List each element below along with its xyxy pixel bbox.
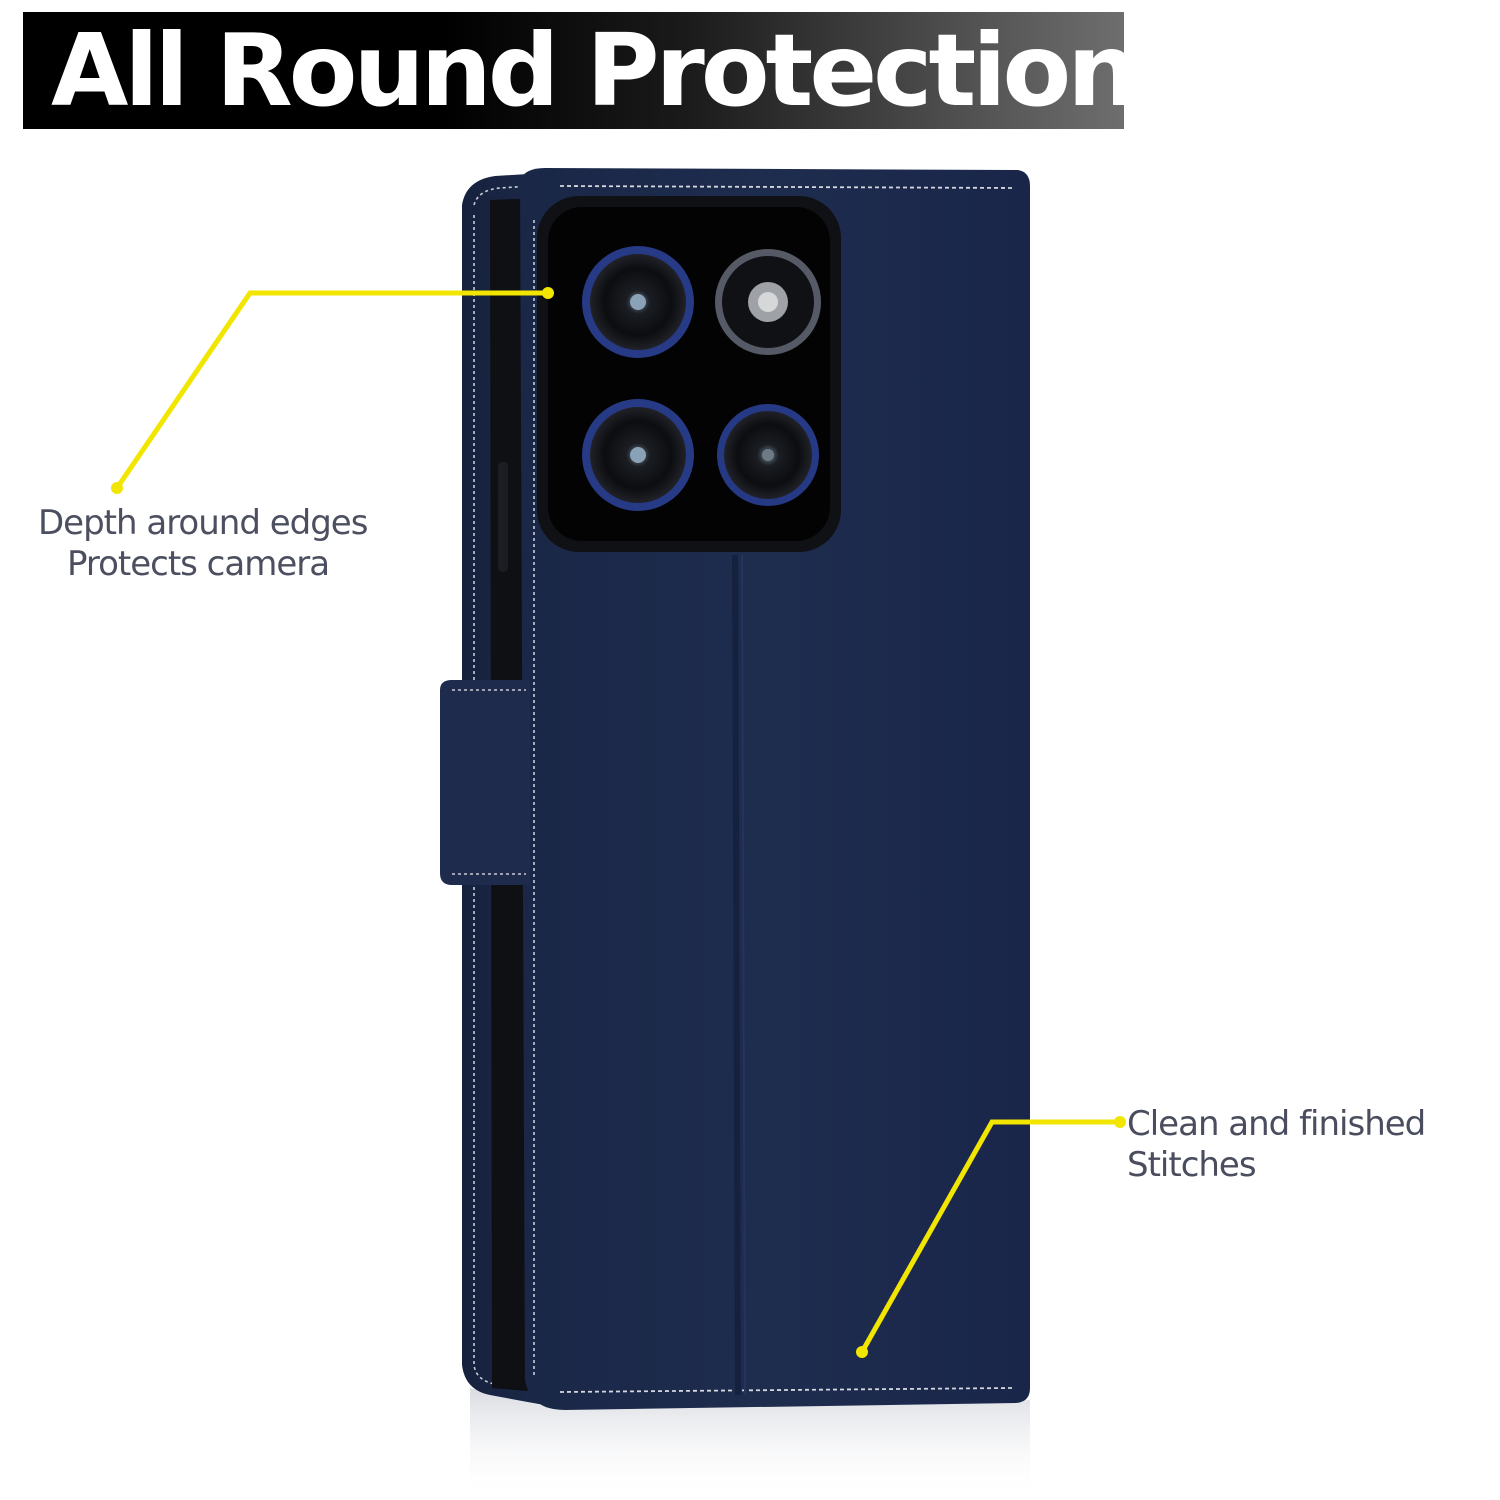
case-center-seam-highlight: [741, 554, 746, 1396]
closure-strap: [440, 680, 530, 885]
callout-stitches-line1: Clean and finished: [1127, 1104, 1426, 1144]
case-bottom-stitch: [559, 1387, 1013, 1393]
case-center-seam: [732, 554, 741, 1396]
case-top-stitch: [559, 185, 1015, 189]
camera-lens-2: [715, 249, 821, 355]
callout-camera-line2: Protects camera: [66, 543, 330, 584]
callout-dot-camera-end: [542, 287, 554, 299]
title-banner: All Round Protection: [23, 12, 1138, 129]
callout-dot-camera-start: [111, 482, 123, 494]
callout-line-camera: [114, 290, 548, 490]
strap-stitch: [452, 689, 526, 875]
case-reflection: [470, 1388, 1030, 1500]
callout-dot-stitches-start: [1114, 1116, 1126, 1128]
callout-stitches: Clean and finished Stitches: [1127, 1104, 1426, 1186]
callout-camera: Depth around edges Protects camera: [38, 503, 368, 585]
callout-camera-line1: Depth around edges: [38, 503, 368, 543]
camera-lens-4: [717, 404, 819, 506]
page-title: All Round Protection: [51, 11, 1138, 129]
callout-stitches-line2: Stitches: [1127, 1144, 1257, 1185]
callout-line-stitches: [859, 1119, 1120, 1354]
phone-button: [498, 462, 508, 572]
callout-dot-stitches-end: [856, 1346, 868, 1358]
camera-lens-1: [582, 246, 694, 358]
camera-lens-3: [582, 399, 694, 511]
